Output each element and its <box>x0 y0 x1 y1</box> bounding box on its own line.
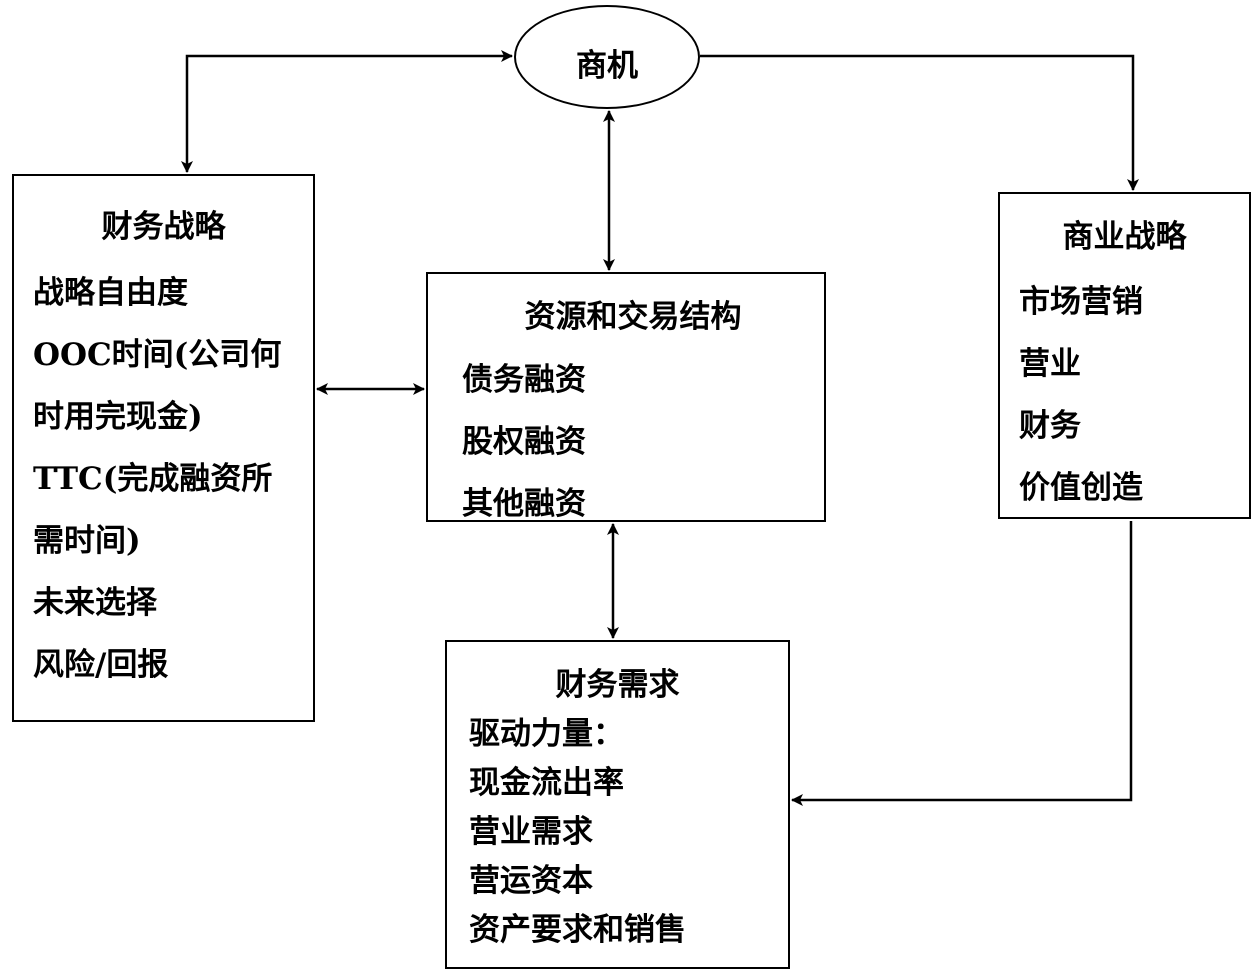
node-opportunity: 商机 <box>514 5 700 109</box>
node-line: 现金流出率 <box>469 765 624 801</box>
node-line: 驱动力量： <box>469 716 624 752</box>
node-opportunity-label: 商机 <box>576 48 638 84</box>
node-line: 需时间) <box>33 523 141 559</box>
node-financial-needs: 财务需求 驱动力量： 现金流出率 营业需求 营运资本 资产要求和销售 <box>445 640 790 969</box>
node-line: 战略自由度 <box>33 275 188 311</box>
node-line: OOC时间(公司何 <box>33 337 282 373</box>
node-financial-strategy: 财务战略 战略自由度 OOC时间(公司何 时用完现金) TTC(完成融资所 需时… <box>12 174 315 722</box>
edge-business-strategy-financial-needs <box>791 521 1133 806</box>
node-financial-needs-title: 财务需求 <box>555 667 680 703</box>
node-financial-strategy-title: 财务战略 <box>101 209 226 245</box>
node-business-strategy-lines: 市场营销 营业 财务 价值创造 <box>1019 271 1143 519</box>
node-resource-structure-lines: 债务融资 股权融资 其他融资 <box>462 349 586 535</box>
node-line: 财务 <box>1019 408 1081 444</box>
node-line: 债务融资 <box>462 362 586 398</box>
node-line: 资产要求和销售 <box>469 912 686 948</box>
node-line: TTC(完成融资所 <box>33 461 273 497</box>
node-financial-strategy-lines: 战略自由度 OOC时间(公司何 时用完现金) TTC(完成融资所 需时间) 未来… <box>33 262 281 696</box>
edge-opportunity-financial-strategy <box>181 50 513 173</box>
node-line: 营业需求 <box>469 814 593 850</box>
node-line: 未来选择 <box>33 585 157 621</box>
node-line: 市场营销 <box>1019 284 1143 320</box>
node-line: 其他融资 <box>462 486 586 522</box>
edge-opportunity-business-strategy <box>700 54 1139 191</box>
node-line: 营业 <box>1019 346 1081 382</box>
node-line: 营运资本 <box>469 863 593 899</box>
node-financial-needs-lines: 驱动力量： 现金流出率 营业需求 营运资本 资产要求和销售 <box>469 710 686 955</box>
node-business-strategy-title: 商业战略 <box>1062 219 1187 255</box>
node-business-strategy: 商业战略 市场营销 营业 财务 价值创造 <box>998 192 1251 519</box>
node-line: 时用完现金) <box>33 399 203 435</box>
node-resource-structure: 资源和交易结构 债务融资 股权融资 其他融资 <box>426 272 826 522</box>
node-line: 风险/回报 <box>33 647 169 683</box>
node-line: 价值创造 <box>1019 470 1143 506</box>
node-line: 股权融资 <box>462 424 586 460</box>
node-resource-structure-title: 资源和交易结构 <box>524 299 742 335</box>
